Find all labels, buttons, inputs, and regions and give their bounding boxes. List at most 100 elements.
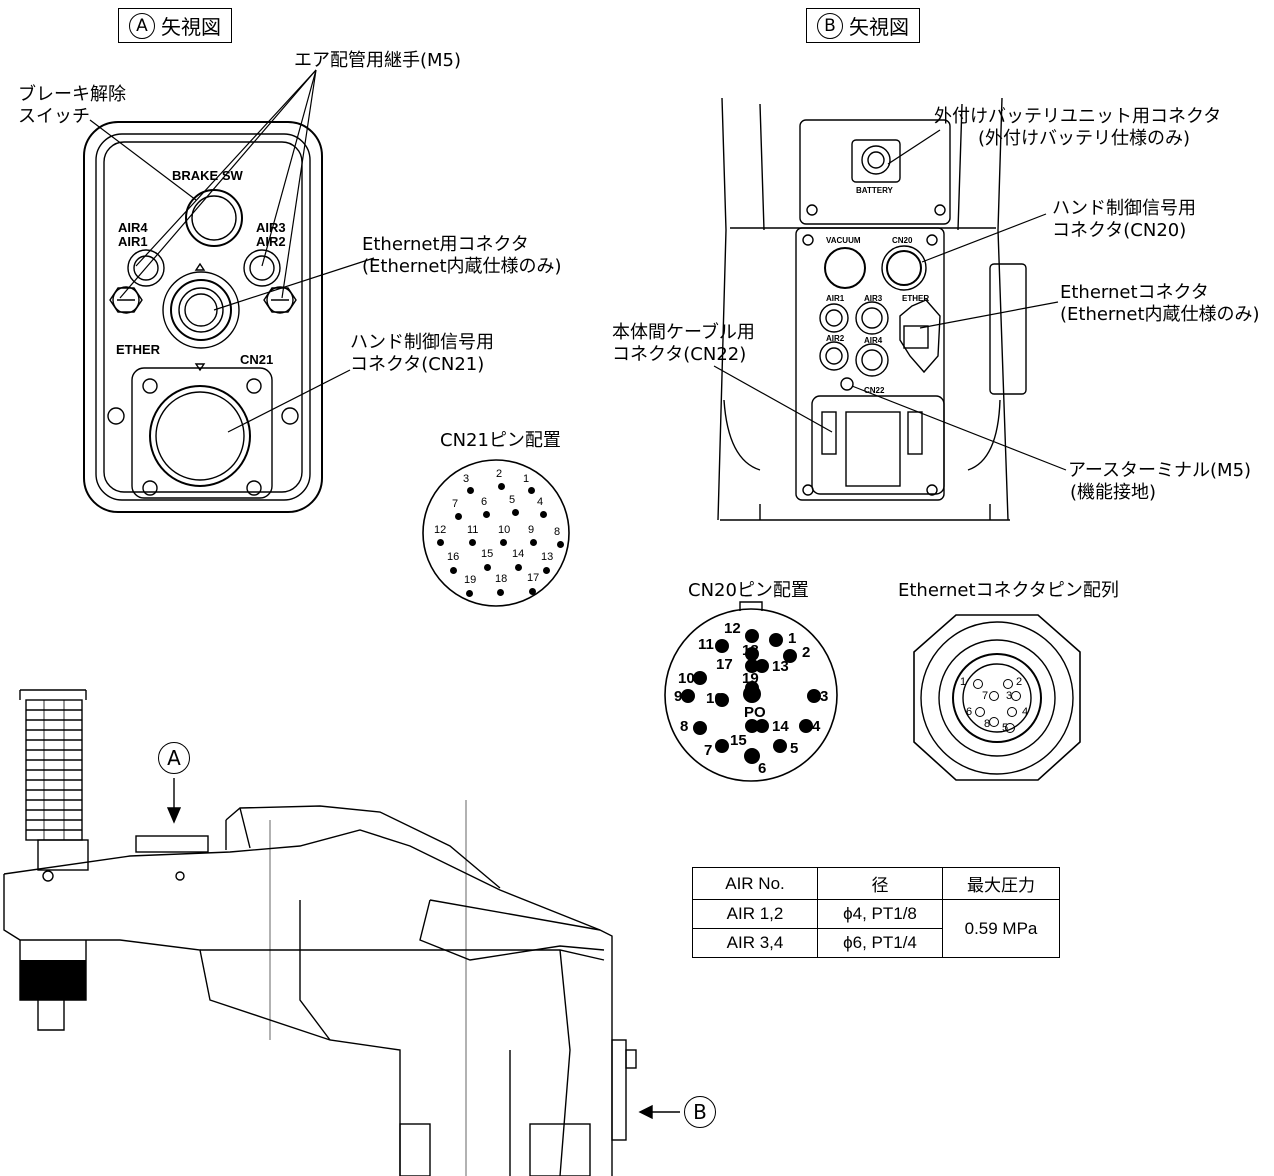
pin-label: 13 bbox=[772, 658, 789, 675]
pin-dot bbox=[743, 685, 761, 703]
pin-label: 10 bbox=[498, 524, 511, 536]
pin-dot bbox=[449, 566, 457, 574]
hand-a-label-line2: コネクタ(CN21) bbox=[350, 354, 485, 375]
pin-label: 4 bbox=[537, 496, 544, 508]
pin-ring bbox=[989, 691, 999, 701]
pin-label: 12 bbox=[724, 620, 741, 637]
cn20-mark: CN20 bbox=[892, 236, 913, 245]
pin-dot bbox=[745, 647, 759, 661]
pin-label: 8 bbox=[680, 718, 689, 735]
ethernet-a-label-line1: Ethernet用コネクタ bbox=[362, 234, 529, 255]
pin-dot bbox=[715, 639, 729, 653]
pin-label: 3 bbox=[820, 688, 829, 705]
pin-dot bbox=[465, 589, 473, 597]
air-fitting-label: エア配管用継手(M5) bbox=[294, 50, 462, 71]
view-b-title: B 矢視図 bbox=[806, 8, 920, 43]
pin-label: 6 bbox=[966, 706, 973, 718]
pin-label: 5 bbox=[790, 740, 799, 757]
pin-label: 5 bbox=[509, 494, 516, 506]
body-cable-label-line2: コネクタ(CN22) bbox=[612, 344, 747, 365]
pin-dot bbox=[436, 538, 444, 546]
ethernet-a-label-line2: (Ethernet内蔵仕様のみ) bbox=[362, 256, 562, 277]
row2-air-no: AIR 3,4 bbox=[692, 928, 818, 958]
view-a-title: A 矢視図 bbox=[118, 8, 232, 43]
panel-b bbox=[717, 97, 1027, 521]
pin-dot bbox=[681, 689, 695, 703]
table-header-row: AIR No. 径 最大圧力 bbox=[692, 867, 1060, 900]
pin-dot bbox=[769, 633, 783, 647]
pin-label: 11 bbox=[467, 524, 479, 536]
ethernet-pin-title: Ethernetコネクタピン配列 bbox=[898, 580, 1119, 601]
robot-ref-a: A bbox=[158, 742, 190, 774]
air4-mark: AIR4 bbox=[118, 220, 148, 235]
panel-a bbox=[83, 121, 323, 513]
pin-dot bbox=[693, 671, 707, 685]
pin-label: 14 bbox=[772, 718, 789, 735]
pin-dot bbox=[556, 540, 564, 548]
pin-dot bbox=[496, 588, 504, 596]
air-spec-table: AIR No. 径 最大圧力 AIR 1,2 ϕ4, PT1/8 0.59 MP… bbox=[692, 867, 1060, 958]
view-b-label: 矢視図 bbox=[849, 15, 909, 39]
pin-label: 9 bbox=[528, 524, 535, 536]
cn21-pin-title: CN21ピン配置 bbox=[440, 430, 561, 451]
pin-label: 12 bbox=[434, 524, 447, 536]
cn22-mark: CN22 bbox=[864, 386, 885, 395]
pin-label: 1 bbox=[788, 630, 797, 647]
pin-label: 15 bbox=[730, 732, 747, 749]
cn20-pin-outline bbox=[664, 608, 838, 782]
pin-dot bbox=[527, 486, 535, 494]
pin-label: 7 bbox=[982, 690, 989, 702]
pin-dot bbox=[468, 538, 476, 546]
table-row: AIR 1,2 ϕ4, PT1/8 0.59 MPa bbox=[692, 899, 1060, 958]
pin-label: 7 bbox=[452, 498, 459, 510]
pin-label: 8 bbox=[554, 526, 561, 538]
pin-label: 17 bbox=[716, 656, 733, 673]
pin-dot bbox=[715, 739, 729, 753]
pin-dot bbox=[511, 508, 519, 516]
view-b-circle: B bbox=[817, 12, 843, 39]
battery-mark: BATTERY bbox=[856, 186, 893, 195]
pin-dot bbox=[745, 659, 759, 673]
row1-air-no: AIR 1,2 bbox=[692, 899, 818, 929]
body-cable-label-line1: 本体間ケーブル用 bbox=[612, 322, 755, 343]
pin-label: 16 bbox=[447, 551, 460, 563]
pin-dot bbox=[483, 563, 491, 571]
air2-mark: AIR2 bbox=[256, 234, 286, 249]
pin-label: 9 bbox=[674, 688, 683, 705]
pin-dot bbox=[807, 689, 821, 703]
pin-label: 4 bbox=[1022, 706, 1029, 718]
vacuum-mark: VACUUM bbox=[826, 236, 861, 245]
max-pressure-value: 0.59 MPa bbox=[942, 899, 1060, 958]
hand-b-label-line1: ハンド制御信号用 bbox=[1052, 198, 1196, 219]
pin-dot bbox=[529, 538, 537, 546]
hand-a-label-line1: ハンド制御信号用 bbox=[350, 332, 494, 353]
cn21-mark: CN21 bbox=[240, 352, 274, 367]
air1-b-mark: AIR1 bbox=[826, 294, 845, 303]
cn21-pin-outline bbox=[422, 459, 570, 607]
pin-dot bbox=[542, 566, 550, 574]
pin-dot bbox=[528, 587, 536, 595]
pin-label: 1 bbox=[960, 676, 967, 688]
brake-label-line2: スイッチ bbox=[18, 106, 90, 127]
pin-label: 3 bbox=[463, 473, 470, 485]
earth-label-line2: (機能接地) bbox=[1070, 482, 1157, 503]
pin-ring bbox=[975, 707, 985, 717]
table-row: AIR 3,4 ϕ6, PT1/4 bbox=[692, 928, 1060, 958]
air1-mark: AIR1 bbox=[118, 234, 148, 249]
pin-ring bbox=[973, 679, 983, 689]
pin-dot bbox=[744, 748, 760, 764]
pin-dot bbox=[499, 538, 507, 546]
battery-label-line2: (外付けバッテリ仕様のみ) bbox=[978, 128, 1191, 149]
pin-ring bbox=[989, 717, 999, 727]
pin-label: 2 bbox=[496, 468, 503, 480]
hand-b-label-line2: コネクタ(CN20) bbox=[1052, 220, 1187, 241]
pin-label: 2 bbox=[802, 644, 811, 661]
air4-b-mark: AIR4 bbox=[864, 336, 883, 345]
brake-label-line1: ブレーキ解除 bbox=[18, 84, 126, 105]
air2-b-mark: AIR2 bbox=[826, 334, 845, 343]
ethernet-b-label-line2: (Ethernet内蔵仕様のみ) bbox=[1060, 304, 1260, 325]
pin-label: 4 bbox=[812, 718, 821, 735]
view-a-circle: A bbox=[129, 12, 155, 39]
pin-dot bbox=[539, 510, 547, 518]
